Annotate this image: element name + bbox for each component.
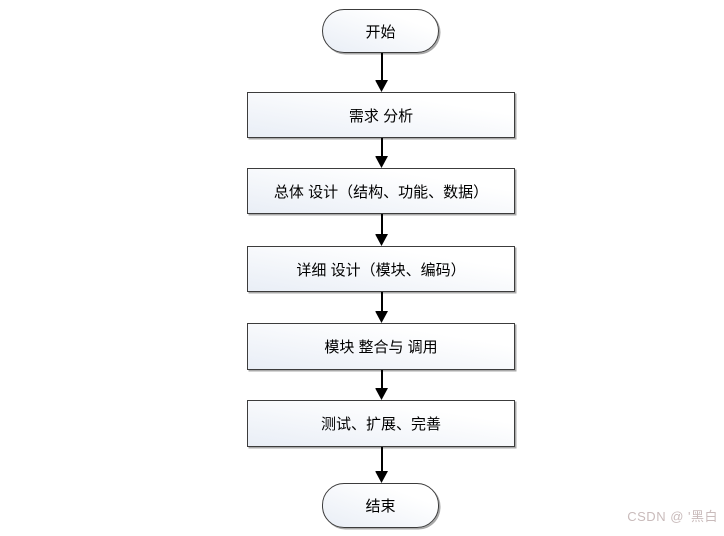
flow-node-label: 详细 设计（模块、编码）: [296, 261, 466, 279]
flow-arrow: [375, 53, 388, 92]
arrow-head-icon: [375, 311, 388, 323]
flow-node-label: 总体 设计（结构、功能、数据）: [273, 183, 489, 201]
arrow-head-icon: [375, 234, 388, 246]
flow-arrow: [375, 292, 388, 323]
arrow-shaft: [380, 447, 383, 473]
arrow-head-icon: [375, 471, 388, 483]
arrow-shaft: [380, 214, 383, 236]
flow-node-label: 开始: [365, 23, 396, 41]
flow-node-label: 模块 整合与 调用: [324, 339, 438, 356]
flow-node-label: 需求 分析: [348, 107, 414, 125]
flow-node-overall-design: 总体 设计（结构、功能、数据）: [247, 168, 515, 214]
arrow-head-icon: [375, 388, 388, 400]
arrow-shaft: [380, 370, 383, 390]
arrow-shaft: [380, 53, 383, 82]
flow-node-end: 结束: [322, 483, 439, 528]
arrow-head-icon: [375, 156, 388, 168]
flow-arrow: [375, 447, 388, 483]
csdn-watermark: CSDN @ '黑白: [627, 509, 718, 524]
flow-node-requirements: 需求 分析: [247, 92, 515, 138]
arrow-shaft: [380, 292, 383, 313]
flow-node-module-integration: 模块 整合与 调用: [247, 323, 515, 370]
flow-node-label: 测试、扩展、完善: [320, 416, 441, 433]
flow-arrow: [375, 214, 388, 246]
arrow-shaft: [380, 138, 383, 158]
flow-node-start: 开始: [322, 9, 439, 53]
arrow-head-icon: [375, 80, 388, 92]
flow-arrow: [375, 370, 388, 400]
flow-arrow: [375, 138, 388, 168]
flow-node-testing: 测试、扩展、完善: [247, 400, 515, 447]
flow-node-detailed-design: 详细 设计（模块、编码）: [247, 246, 515, 292]
flow-node-label: 结束: [365, 498, 396, 515]
